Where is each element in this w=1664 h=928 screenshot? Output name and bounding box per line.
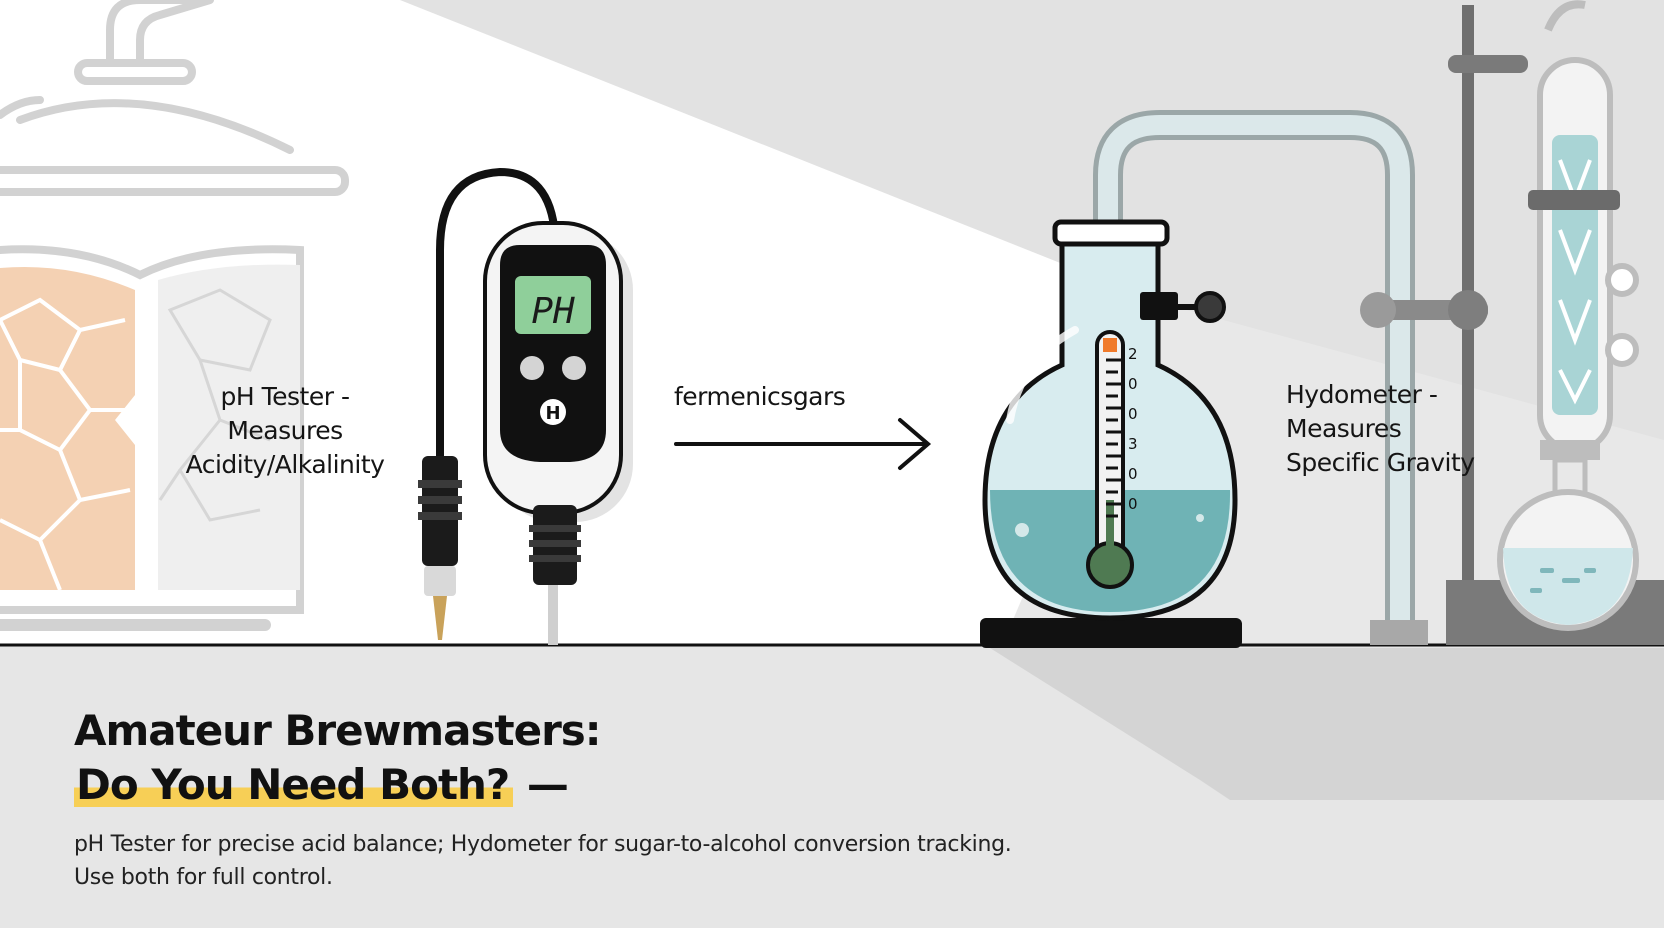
subtext: pH Tester for precise acid balance; Hydo… xyxy=(74,828,1174,894)
flow-arrow xyxy=(674,418,932,470)
lcd-text: PH xyxy=(531,291,575,332)
subtext-line: Use both for full control. xyxy=(74,865,333,890)
hydrometer-label-line: Hydometer - xyxy=(1286,380,1438,409)
hydrometer-label-line: Specific Gravity xyxy=(1286,448,1475,477)
floor-shadow xyxy=(990,648,1664,800)
fermenter-contents xyxy=(0,264,300,591)
lcd-screen xyxy=(515,276,591,334)
scale-tick-label: 0 xyxy=(1128,495,1138,513)
scale-tick-label: 0 xyxy=(1128,375,1138,393)
headline-line-2: Do You Need Both? — xyxy=(74,758,601,812)
hydrometer-label-line: Measures xyxy=(1286,414,1402,443)
ph-tester-label-line: pH Tester - xyxy=(220,382,350,411)
hydrometer-column xyxy=(1497,0,1639,631)
ph-meter xyxy=(483,221,633,645)
ph-tester-label: pH Tester - Measures Acidity/Alkalinity xyxy=(150,380,420,482)
hold-button-label: H xyxy=(545,403,560,424)
arrow-label: fermenicsgars xyxy=(674,382,846,411)
glass-tube xyxy=(1093,110,1415,645)
headline-highlight: Do You Need Both? xyxy=(74,760,514,809)
scale-tick-label: 3 xyxy=(1128,435,1138,453)
scale-tick-label: 2 xyxy=(1128,345,1138,363)
scale-tick-label: 0 xyxy=(1128,405,1138,423)
ph-tester-label-line: Acidity/Alkalinity xyxy=(185,450,385,479)
scale-tick-label: 0 xyxy=(1128,465,1138,483)
ph-tester-label-line: Measures xyxy=(227,416,343,445)
hydrometer-label: Hydometer - Measures Specific Gravity xyxy=(1286,378,1526,480)
headline-line-1: Amateur Brewmasters: xyxy=(74,706,602,755)
meter-button-right xyxy=(562,356,586,380)
headline: Amateur Brewmasters: Do You Need Both? — xyxy=(74,704,602,812)
ph-probe xyxy=(418,167,559,640)
meter-button-hold xyxy=(540,399,566,425)
subtext-line: pH Tester for precise acid balance; Hydo… xyxy=(74,832,1012,857)
thermometer: 2 0 0 3 0 0 xyxy=(1086,330,1138,589)
fermenter-vessel xyxy=(0,0,349,631)
headline-dash: — xyxy=(513,760,569,809)
meter-button-left xyxy=(520,356,544,380)
